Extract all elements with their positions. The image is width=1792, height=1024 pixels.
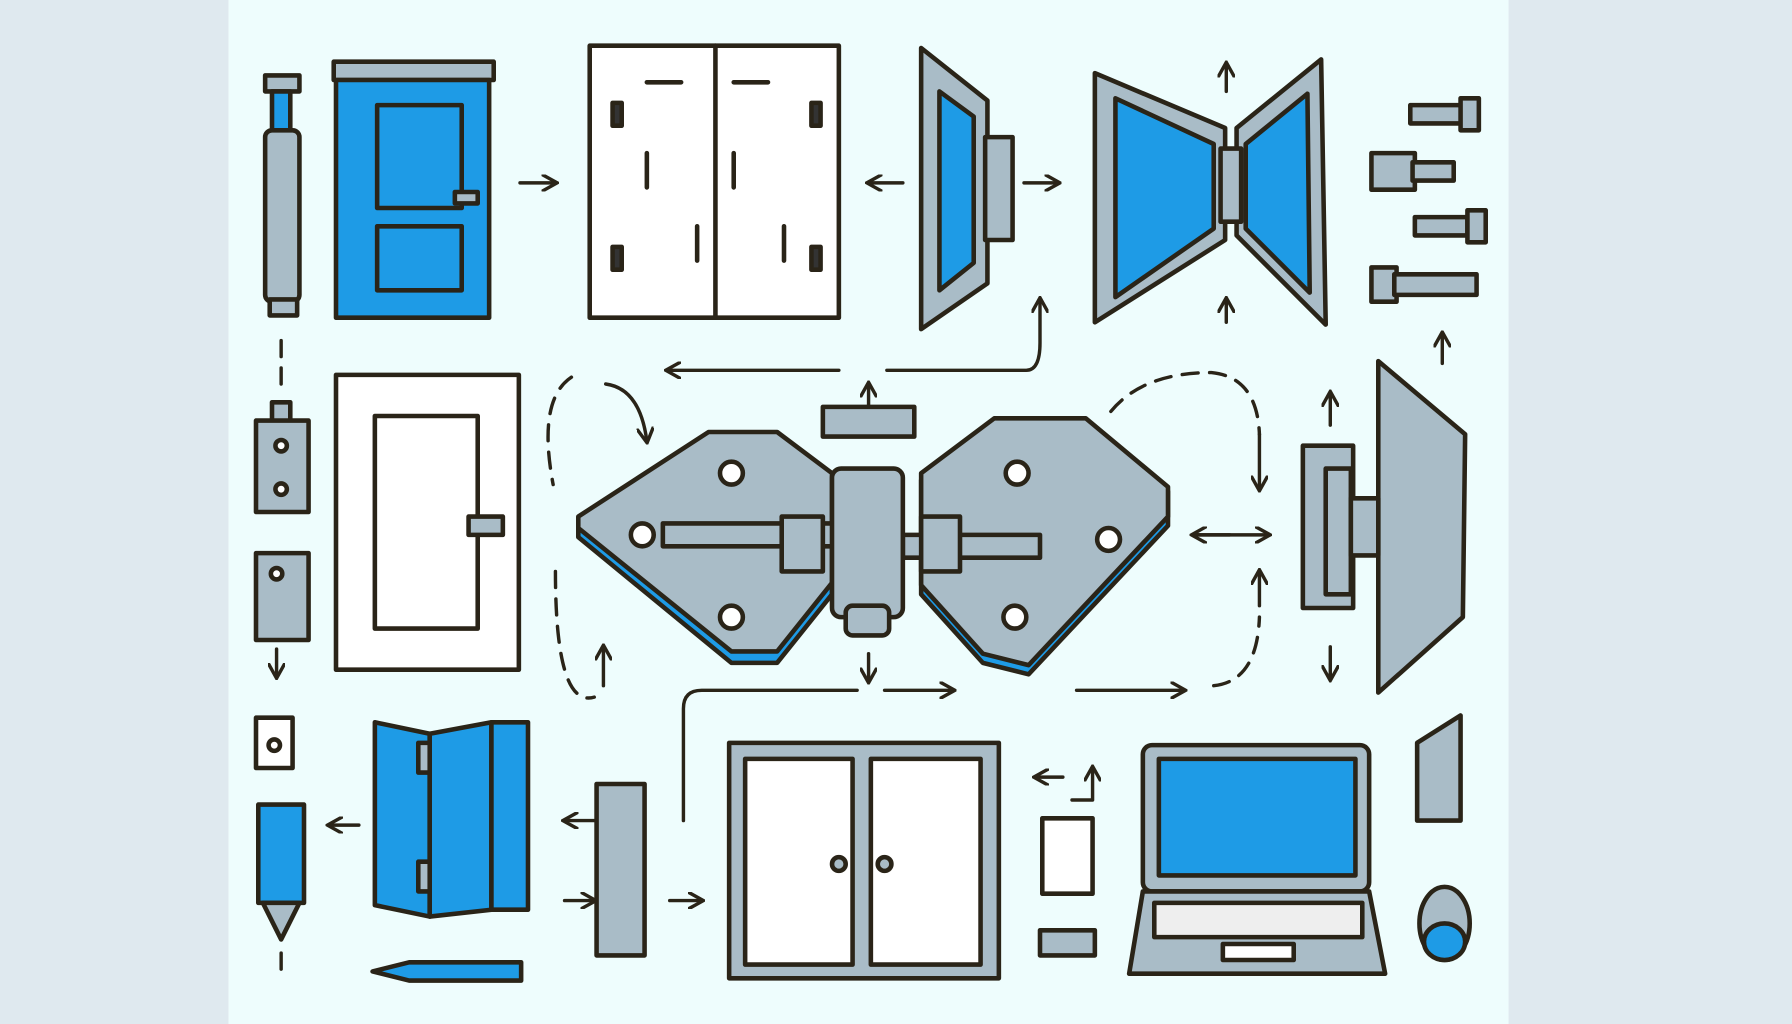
wall-mounted-panel-icon [1300, 358, 1468, 695]
double-cabinet-icon [587, 43, 842, 320]
screw-icon [1369, 96, 1488, 304]
cabinet-doors-icon [726, 740, 1002, 981]
hinge-plate-icon [253, 400, 311, 643]
bracket-icon [594, 781, 647, 958]
central-hinge-icon [575, 416, 1171, 677]
open-double-door-icon [1092, 57, 1328, 327]
pencil-icon [255, 802, 524, 983]
hinged-panel-icon [918, 45, 1015, 332]
left-side-panel [0, 0, 229, 1024]
mouse-icon [1417, 884, 1472, 963]
white-door-icon [333, 372, 522, 672]
doorstop-icon [1414, 713, 1463, 823]
vertical-bolt-icon [262, 73, 302, 318]
blue-door-icon [331, 59, 496, 320]
laptop-icon [1126, 742, 1388, 976]
folding-blue-door-icon [372, 719, 531, 919]
right-side-panel [1508, 0, 1792, 1024]
